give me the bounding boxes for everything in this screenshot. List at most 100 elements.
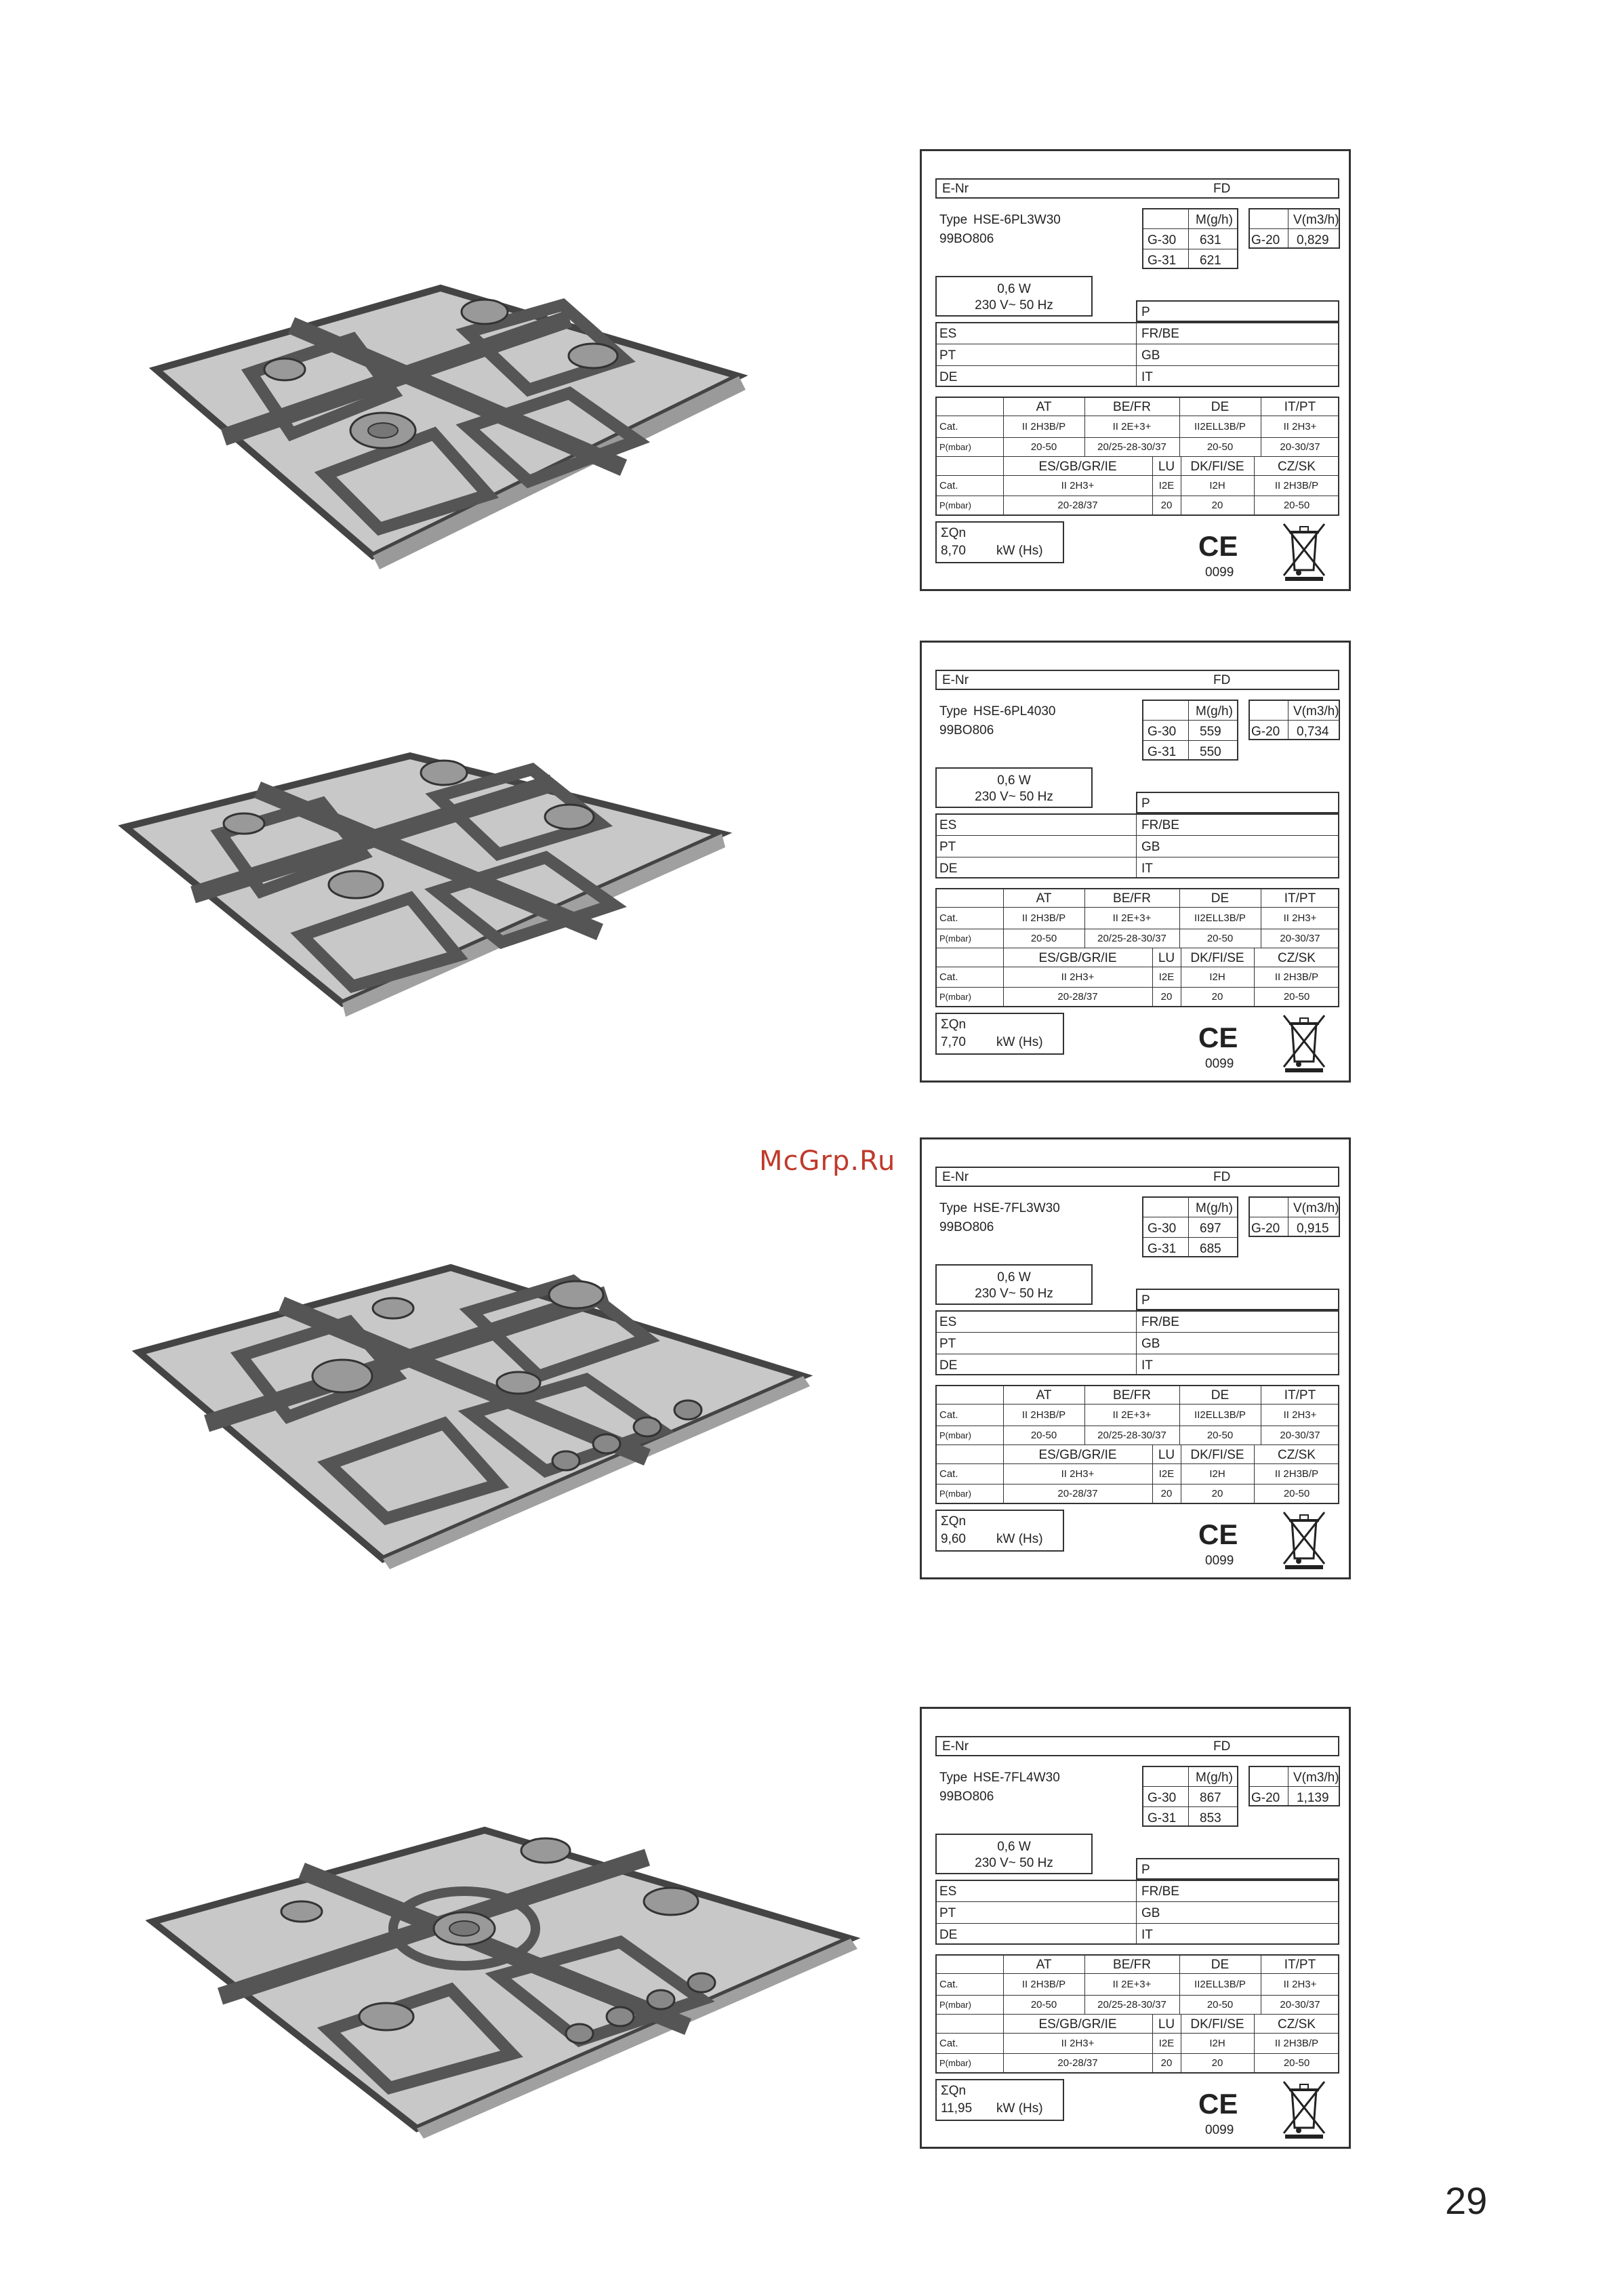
country-gb: GB xyxy=(1141,1906,1160,1920)
g30-label: G-30 xyxy=(1148,1221,1177,1236)
country-p: P xyxy=(1141,1293,1150,1308)
country-frbe: FR/BE xyxy=(1141,1315,1179,1329)
m-head: M(g/h) xyxy=(1196,1771,1233,1785)
p-de: 20-50 xyxy=(1206,933,1234,944)
col-befr: BE/FR xyxy=(1113,891,1151,906)
cat-cz: II 2H3B/P xyxy=(1274,1468,1319,1480)
g30-value: 697 xyxy=(1200,1221,1221,1236)
pmbar-label-2: P(mbar) xyxy=(939,1489,971,1499)
col-czsk: CZ/SK xyxy=(1278,1448,1316,1462)
type-prefix: Type xyxy=(939,704,968,719)
cat-label-2: Cat. xyxy=(939,971,958,983)
g31-value: 550 xyxy=(1200,745,1221,759)
type-model: HSE-6PL4030 xyxy=(973,704,1056,719)
power-watt: 0,6 W xyxy=(997,1270,1031,1285)
pmbar-label: P(mbar) xyxy=(939,933,971,944)
col-befr: BE/FR xyxy=(1113,400,1151,414)
p-de: 20-50 xyxy=(1206,441,1234,453)
kw-hs-label: kW (Hs) xyxy=(996,1035,1043,1049)
weee-bin-icon xyxy=(1282,1512,1326,1569)
cat-de: II2ELL3B/P xyxy=(1194,1979,1246,1990)
type-model: HSE-6PL3W30 xyxy=(973,213,1061,227)
col-dkfise: DK/FI/SE xyxy=(1190,460,1244,474)
country-frbe: FR/BE xyxy=(1141,1884,1179,1899)
g20-label: G-20 xyxy=(1251,725,1280,739)
fd-label: FD xyxy=(1213,182,1231,196)
cat-de: II2ELL3B/P xyxy=(1194,912,1246,924)
pmbar-label: P(mbar) xyxy=(939,442,971,452)
cat-itpt: II 2H3+ xyxy=(1283,912,1317,924)
rating-plate-2: E-Nr FD Type HSE-6PL4030 99BO806 M(g/h) … xyxy=(920,641,1351,1083)
country-gb: GB xyxy=(1141,840,1160,854)
cat-label: Cat. xyxy=(939,1979,958,1990)
p-esgb: 20-28/37 xyxy=(1057,991,1098,1003)
country-it: IT xyxy=(1141,370,1153,384)
power-watt: 0,6 W xyxy=(997,1840,1031,1854)
cat-befr: II 2E+3+ xyxy=(1112,1979,1152,1990)
col-lu: LU xyxy=(1158,460,1175,474)
g20-value: 0,829 xyxy=(1297,233,1329,247)
enr-label: E-Nr xyxy=(942,1739,969,1754)
p-lu: 20 xyxy=(1160,2057,1173,2069)
type-code: 99BO806 xyxy=(939,232,994,246)
country-it: IT xyxy=(1141,862,1153,876)
p-befr: 20/25-28-30/37 xyxy=(1097,1430,1166,1441)
col-at: AT xyxy=(1036,1388,1052,1402)
qn-value: 8,70 xyxy=(941,544,966,558)
col-de: DE xyxy=(1211,891,1230,906)
col-esgb: ES/GB/GR/IE xyxy=(1038,1448,1117,1462)
g20-value: 0,915 xyxy=(1297,1221,1329,1236)
col-czsk: CZ/SK xyxy=(1278,951,1316,965)
g30-label: G-30 xyxy=(1148,725,1177,739)
hob-illustration-3 xyxy=(132,1264,813,1569)
cat-cz: II 2H3B/P xyxy=(1274,2038,1319,2049)
pmbar-label-2: P(mbar) xyxy=(939,2058,971,2068)
hob-illustration-4 xyxy=(146,1826,861,2139)
pmbar-label-2: P(mbar) xyxy=(939,500,971,510)
g30-value: 559 xyxy=(1200,725,1221,739)
cat-de: II2ELL3B/P xyxy=(1194,1409,1246,1421)
cat-esgb: II 2H3+ xyxy=(1061,480,1095,491)
cat-cz: II 2H3B/P xyxy=(1274,480,1319,491)
cat-itpt: II 2H3+ xyxy=(1283,421,1317,432)
country-gb: GB xyxy=(1141,1337,1160,1351)
col-befr: BE/FR xyxy=(1113,1958,1151,1972)
watermark: McGrp.Ru xyxy=(759,1146,896,1177)
col-at: AT xyxy=(1036,1958,1052,1972)
p-itpt: 20-30/37 xyxy=(1280,933,1320,944)
country-de: DE xyxy=(939,1358,958,1373)
ce-mark: CE xyxy=(1198,1022,1238,1053)
country-es: ES xyxy=(939,818,957,832)
cat-lu: I2E xyxy=(1158,1468,1175,1480)
col-de: DE xyxy=(1211,400,1230,414)
cat-de: II2ELL3B/P xyxy=(1194,421,1246,432)
power-voltage: 230 V~ 50 Hz xyxy=(975,1856,1053,1870)
cat-at: II 2H3B/P xyxy=(1021,1409,1066,1421)
kw-hs-label: kW (Hs) xyxy=(996,1532,1043,1546)
cat-lu: I2E xyxy=(1158,971,1175,983)
kw-hs-label: kW (Hs) xyxy=(996,2101,1043,2116)
v-head: V(m3/h) xyxy=(1293,213,1339,227)
cat-label: Cat. xyxy=(939,421,958,432)
cat-lu: I2E xyxy=(1158,2038,1175,2049)
ce-mark: CE xyxy=(1198,2088,1238,2120)
cat-esgb: II 2H3+ xyxy=(1061,1468,1095,1480)
country-it: IT xyxy=(1141,1928,1153,1942)
col-itpt: IT/PT xyxy=(1284,400,1316,414)
country-de: DE xyxy=(939,862,958,876)
rating-plate-4: E-Nr FD Type HSE-7FL4W30 99BO806 M(g/h) … xyxy=(920,1707,1351,2149)
p-de: 20-50 xyxy=(1206,1430,1234,1441)
m-head: M(g/h) xyxy=(1196,213,1233,227)
country-frbe: FR/BE xyxy=(1141,818,1179,832)
col-esgb: ES/GB/GR/IE xyxy=(1038,951,1117,965)
ce-number: 0099 xyxy=(1205,2123,1234,2137)
g20-label: G-20 xyxy=(1251,1791,1280,1805)
sigma-qn-label: ΣQn xyxy=(941,1017,967,1032)
p-de: 20-50 xyxy=(1206,1999,1234,2011)
sigma-qn-label: ΣQn xyxy=(941,526,967,540)
type-code: 99BO806 xyxy=(939,1220,994,1234)
enr-label: E-Nr xyxy=(942,182,969,196)
g20-value: 1,139 xyxy=(1297,1791,1329,1805)
power-voltage: 230 V~ 50 Hz xyxy=(975,790,1053,804)
g31-value: 853 xyxy=(1200,1811,1221,1825)
